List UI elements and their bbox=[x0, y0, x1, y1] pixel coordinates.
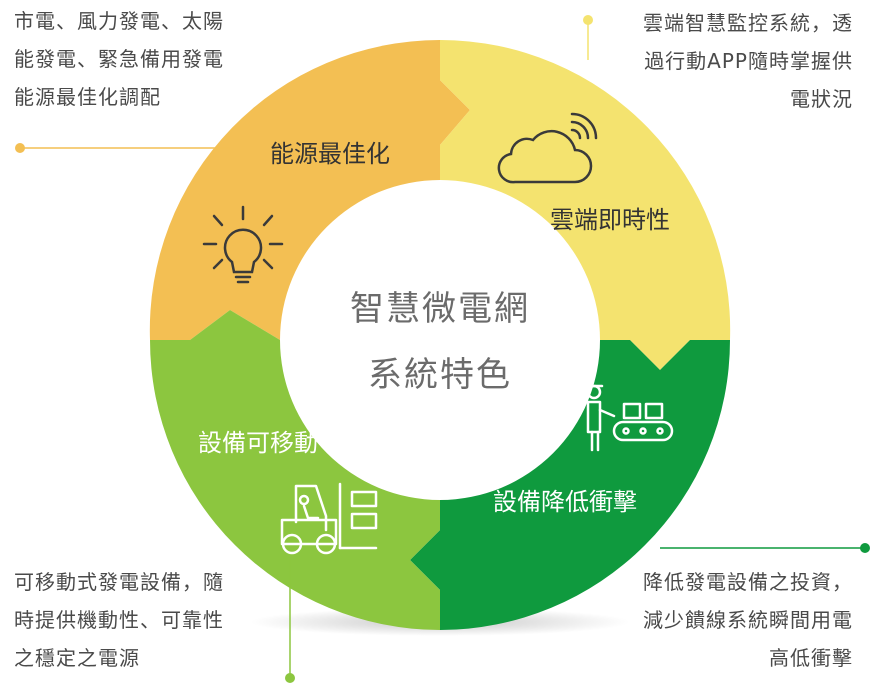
callout-bottom-right: 降低發電設備之投資， 減少饋線系統瞬間用電 高低衝擊 bbox=[643, 563, 853, 677]
callout-line: 降低發電設備之投資， bbox=[643, 570, 853, 594]
cloud-signal-icon bbox=[497, 112, 598, 184]
segment-cloud[interactable] bbox=[440, 39, 731, 371]
callout-line: 市電、風力發電、太陽 bbox=[14, 9, 224, 33]
leader-bottom-left bbox=[285, 560, 295, 683]
center-title-line2: 系統特色 bbox=[368, 355, 512, 395]
center-title-line1: 智慧微電網 bbox=[350, 289, 530, 329]
segment-impact[interactable] bbox=[410, 340, 730, 630]
callout-line: 能發電、緊急備用發電 bbox=[14, 47, 224, 71]
callout-line: 之穩定之電源 bbox=[14, 646, 140, 670]
callout-line: 能源最佳化調配 bbox=[14, 85, 161, 109]
callout-line: 雲端智慧監控系統，透 bbox=[643, 11, 853, 35]
segment-label-cloud: 雲端即時性 bbox=[550, 206, 670, 234]
forklift-icon bbox=[280, 482, 378, 555]
segment-optimization[interactable] bbox=[149, 39, 471, 340]
callout-line: 可移動式發電設備，隨 bbox=[14, 570, 224, 594]
leader-top-left bbox=[15, 143, 230, 153]
callout-bottom-left: 可移動式發電設備，隨 時提供機動性、可靠性 之穩定之電源 bbox=[14, 563, 224, 677]
callout-line: 過行動APP隨時掌握供 bbox=[644, 49, 853, 73]
segment-label-impact: 設備降低衝擊 bbox=[493, 488, 637, 516]
callout-top-left: 市電、風力發電、太陽 能發電、緊急備用發電 能源最佳化調配 bbox=[14, 2, 224, 116]
segment-mobile[interactable] bbox=[150, 310, 440, 630]
callout-line: 減少饋線系統瞬間用電 bbox=[643, 608, 853, 632]
segment-label-mobile: 設備可移動 bbox=[198, 429, 318, 457]
center-disc bbox=[282, 182, 598, 498]
callout-line: 時提供機動性、可靠性 bbox=[14, 608, 224, 632]
lightbulb-icon bbox=[202, 205, 284, 284]
segment-label-optimization: 能源最佳化 bbox=[270, 140, 390, 168]
callout-line: 高低衝擊 bbox=[769, 646, 853, 670]
callout-line: 電狀況 bbox=[790, 87, 853, 111]
callout-top-right: 雲端智慧監控系統，透 過行動APP隨時掌握供 電狀況 bbox=[643, 4, 853, 118]
worker-conveyor-icon bbox=[584, 384, 674, 452]
leader-top-right bbox=[583, 15, 593, 60]
leader-bottom-right bbox=[660, 543, 870, 553]
